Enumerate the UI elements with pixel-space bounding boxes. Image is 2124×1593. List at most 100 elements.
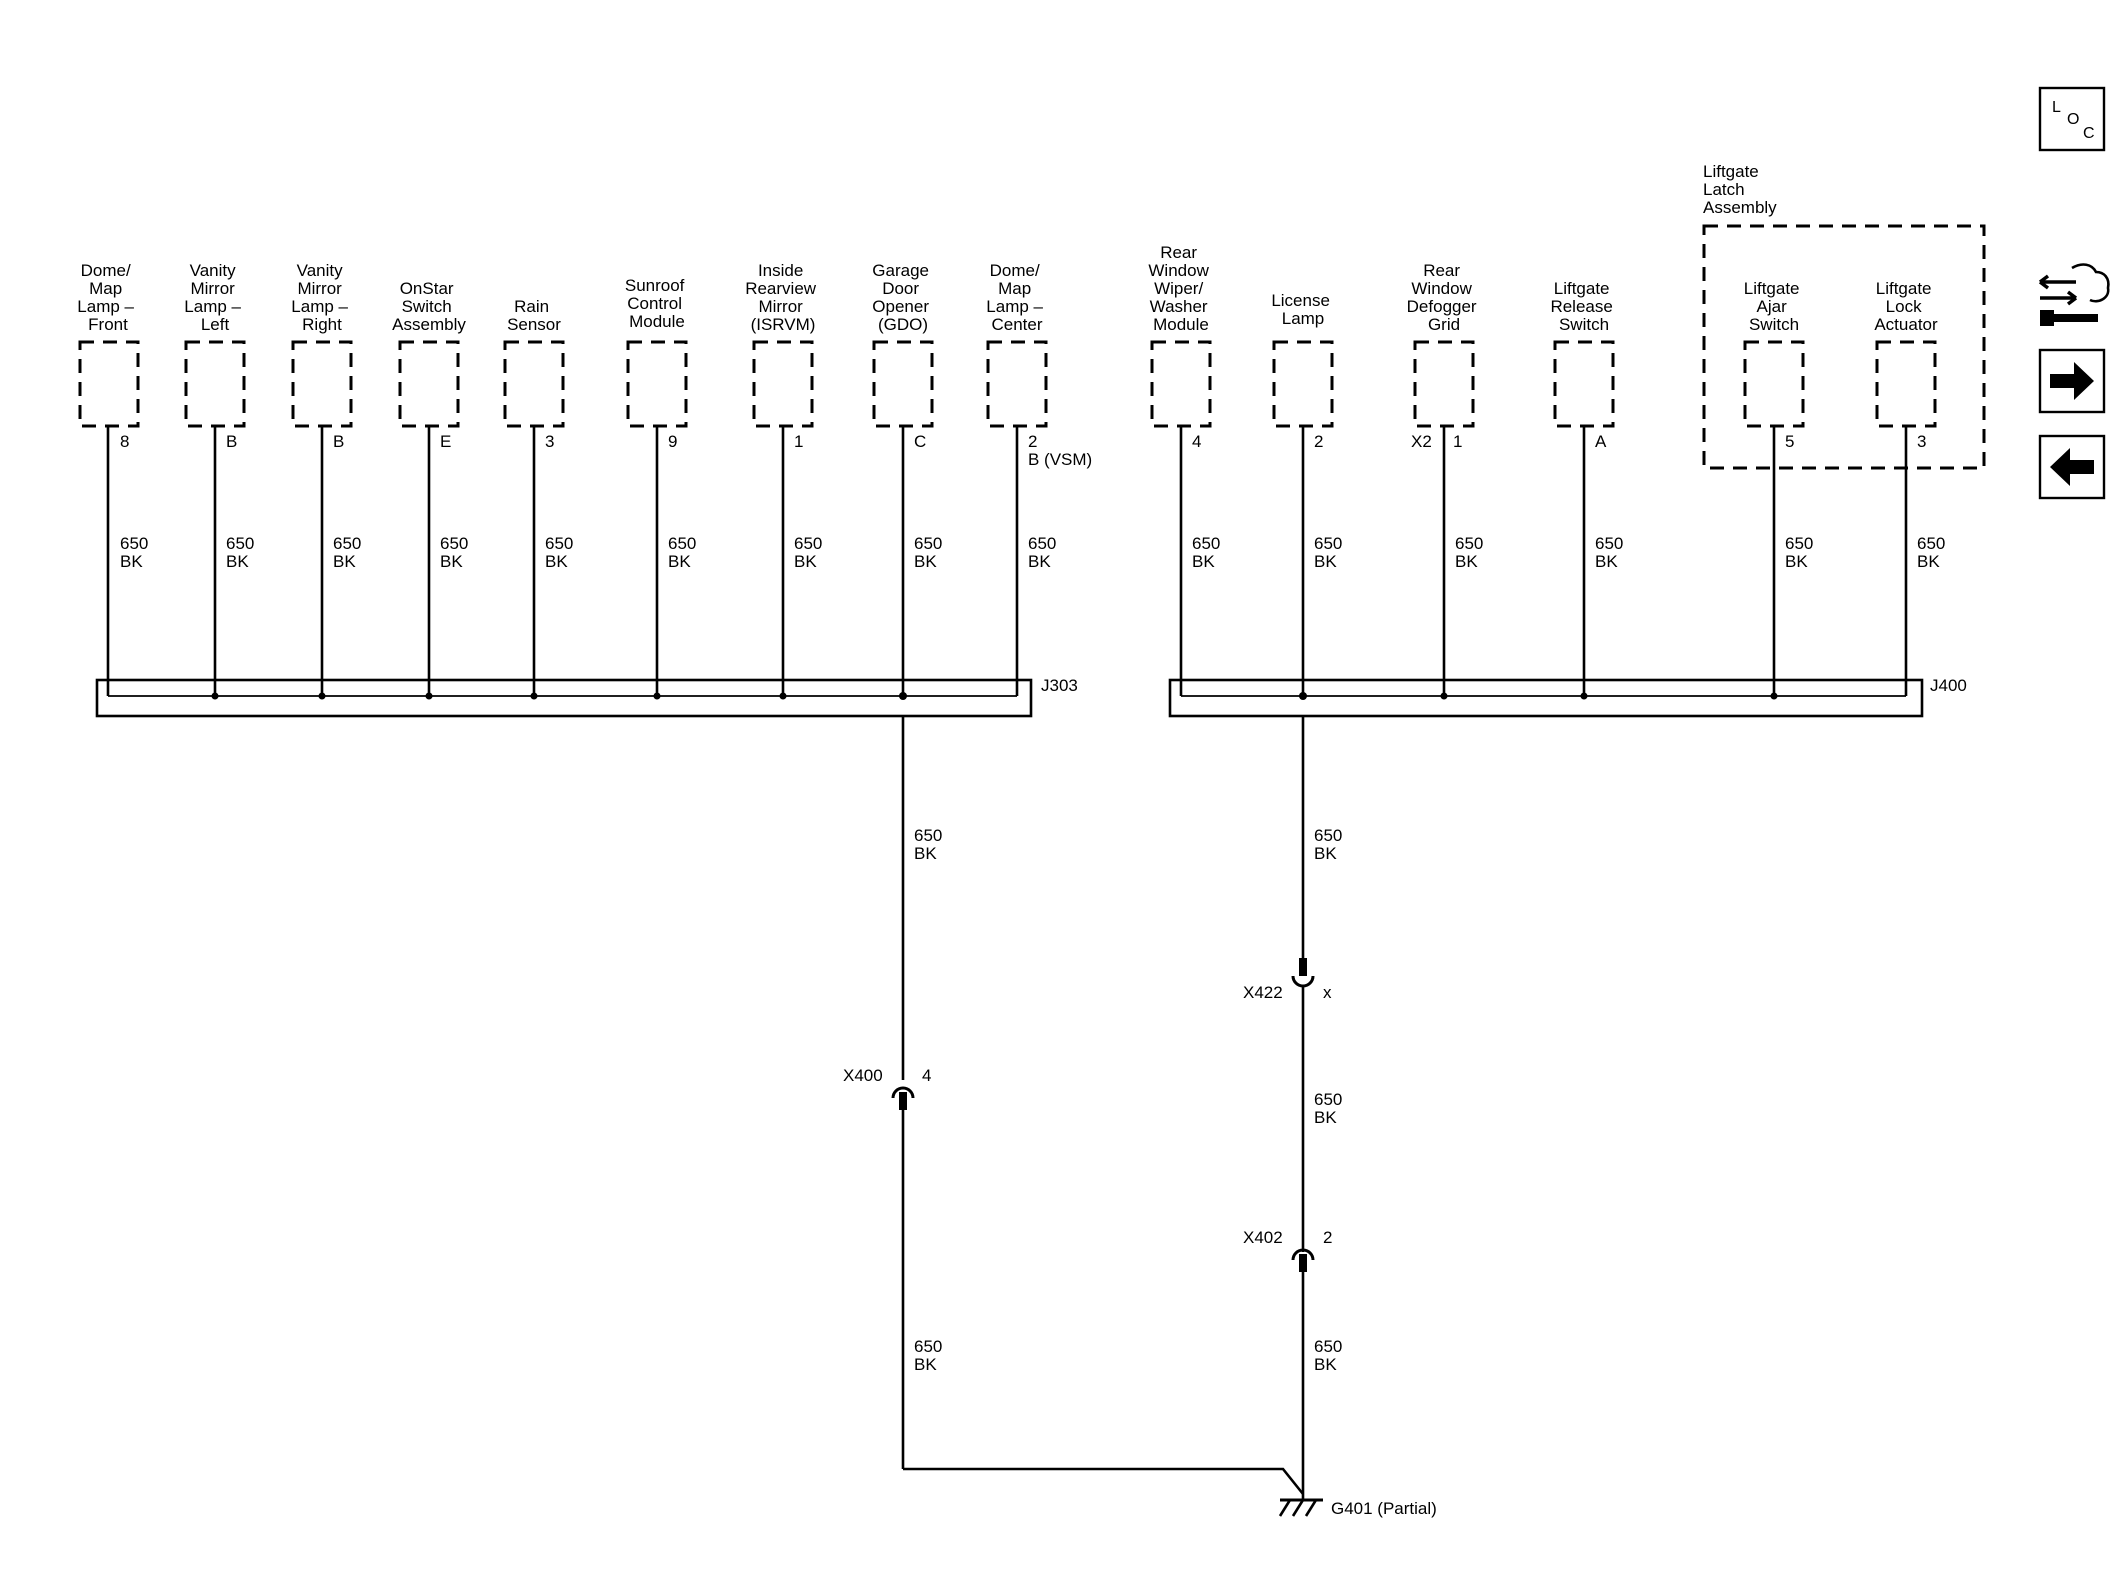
splice-box xyxy=(1168,678,1924,718)
pin-label: 9 xyxy=(668,432,677,451)
component-vanity-mirror-lamp-right[interactable]: Vanity Mirror Lamp – Right B 650 BK xyxy=(291,261,366,696)
splice-label: J400 xyxy=(1930,676,1967,695)
component-garage-door-opener[interactable]: Garage Door Opener (GDO) C 650 BK xyxy=(872,261,947,696)
component-box xyxy=(1875,340,1937,428)
prev-page-button[interactable] xyxy=(2038,434,2106,500)
pin-label: 2 xyxy=(1314,432,1323,451)
connector-x402[interactable]: X402 2 xyxy=(1243,1228,1332,1272)
wire-label: 650 BK xyxy=(1455,534,1488,571)
pin-left-label: X2 xyxy=(1411,432,1432,451)
wire-label: 650 BK xyxy=(668,534,701,571)
loc-letter-l: L xyxy=(2052,99,2061,116)
pin-label: 1 xyxy=(1453,432,1462,451)
component-dome-map-lamp-front[interactable]: Dome/ Map Lamp – Front 8 650 BK xyxy=(77,261,153,696)
splice-node xyxy=(211,692,219,700)
component-liftgate-lock-actuator[interactable]: Liftgate Lock Actuator 3 650 BK xyxy=(1874,279,1950,696)
pin-label: 5 xyxy=(1785,432,1794,451)
component-box xyxy=(752,340,814,428)
component-label: Vanity Mirror Lamp – Right xyxy=(291,261,352,334)
component-label: OnStar Switch Assembly xyxy=(392,279,466,334)
component-box xyxy=(1553,340,1615,428)
pin-label: 4 xyxy=(1192,432,1201,451)
splice-node xyxy=(318,692,326,700)
wire-label: 650 BK xyxy=(1314,826,1347,863)
loc-letter-c: C xyxy=(2083,125,2095,142)
arrow-right-icon xyxy=(2050,362,2094,400)
wire-label: 650 BK xyxy=(545,534,578,571)
connector-female xyxy=(1291,975,1315,988)
wire-label: 650 BK xyxy=(914,534,947,571)
connector-female xyxy=(891,1086,915,1099)
wire-label: 650 BK xyxy=(794,534,827,571)
assembly-label: Liftgate Latch Assembly xyxy=(1703,162,1777,217)
wire xyxy=(903,1467,1305,1495)
splice-node xyxy=(530,692,538,700)
connector-x422[interactable]: X422 x xyxy=(1243,958,1332,1002)
wire-label: 650 BK xyxy=(1192,534,1225,571)
component-rain-sensor[interactable]: Rain Sensor 3 650 BK xyxy=(503,297,578,696)
ground-label: G401 (Partial) xyxy=(1331,1499,1437,1518)
wire-label: 650 BK xyxy=(1028,534,1061,571)
wire-label: 650 BK xyxy=(333,534,366,571)
loc-icon xyxy=(2038,86,2106,152)
component-vanity-mirror-lamp-left[interactable]: Vanity Mirror Lamp – Left B 650 BK xyxy=(184,261,259,696)
component-box xyxy=(184,340,246,428)
connector-male xyxy=(1299,1254,1307,1272)
pin-note: B (VSM) xyxy=(1028,450,1092,469)
connector-female xyxy=(1291,1248,1315,1261)
splice-node xyxy=(1770,692,1778,700)
arrow-left-icon xyxy=(2050,448,2094,486)
connector-x400[interactable]: X400 4 xyxy=(843,1066,931,1110)
component-license-lamp[interactable]: License Lamp 2 650 BK xyxy=(1271,291,1347,696)
component-label: Sunroof Control Module xyxy=(625,276,689,331)
wire-label: 650 BK xyxy=(1314,1090,1347,1127)
pin-label: 2 xyxy=(1028,432,1037,451)
component-box xyxy=(626,340,688,428)
component-label: Inside Rearview Mirror (ISRVM) xyxy=(745,261,821,334)
connector-male xyxy=(899,1092,907,1110)
connector-name: X402 xyxy=(1243,1228,1283,1247)
component-liftgate-release-switch[interactable]: Liftgate Release Switch A 650 BK xyxy=(1550,279,1628,696)
component-onstar-switch-assembly[interactable]: OnStar Switch Assembly E 650 BK xyxy=(392,279,473,696)
splice-node xyxy=(1299,692,1307,700)
ground-g401[interactable]: G401 (Partial) xyxy=(1278,1498,1437,1518)
component-box xyxy=(1272,340,1334,428)
component-rear-window-defogger-grid[interactable]: Rear Window Defogger Grid X2 1 650 BK xyxy=(1407,261,1488,696)
splice-node xyxy=(899,692,907,700)
wire-label: 650 BK xyxy=(1785,534,1818,571)
splice-j303[interactable]: J303 xyxy=(95,676,1078,718)
connector-wrench-button[interactable] xyxy=(2038,263,2110,326)
pin-label: B xyxy=(333,432,344,451)
component-box xyxy=(291,340,353,428)
pin-label: B xyxy=(226,432,237,451)
component-rear-window-wiper-washer-module[interactable]: Rear Window Wiper/ Washer Module 4 650 B… xyxy=(1148,243,1225,696)
wire-label: 650 BK xyxy=(914,826,947,863)
pin-label: 3 xyxy=(1917,432,1926,451)
component-inside-rearview-mirror[interactable]: Inside Rearview Mirror (ISRVM) 1 650 BK xyxy=(745,261,827,696)
next-page-button[interactable] xyxy=(2038,348,2106,414)
component-sunroof-control-module[interactable]: Sunroof Control Module 9 650 BK xyxy=(625,276,701,696)
component-label: Liftgate Release Switch xyxy=(1550,279,1617,334)
pin-label: 1 xyxy=(794,432,803,451)
connector-male xyxy=(1299,958,1307,976)
left-ground-path: 650 BK X400 4 650 BK xyxy=(843,716,1305,1495)
component-label: Rain Sensor xyxy=(507,297,561,334)
connector-name: X400 xyxy=(843,1066,883,1085)
pin-label: C xyxy=(914,432,926,451)
component-label: Rear Window Defogger Grid xyxy=(1407,261,1482,334)
component-box xyxy=(1743,340,1805,428)
wire-label: 650 BK xyxy=(1917,534,1950,571)
component-dome-map-lamp-center[interactable]: Dome/ Map Lamp – Center 2 B (VSM) 650 BK xyxy=(986,261,1092,696)
component-liftgate-ajar-switch[interactable]: Liftgate Ajar Switch 5 650 BK xyxy=(1743,279,1818,696)
wire-label: 650 BK xyxy=(1595,534,1628,571)
liftgate-latch-assembly[interactable]: Liftgate Latch Assembly xyxy=(1702,162,1986,470)
pin-label: 3 xyxy=(545,432,554,451)
loc-button[interactable]: L O C xyxy=(2038,86,2106,152)
component-label: Vanity Mirror Lamp – Left xyxy=(184,261,245,334)
component-label: Liftgate Lock Actuator xyxy=(1874,279,1938,334)
splice-node xyxy=(779,692,787,700)
splice-node xyxy=(425,692,433,700)
splice-j400[interactable]: J400 xyxy=(1168,676,1967,718)
loc-letter-o: O xyxy=(2067,111,2079,128)
